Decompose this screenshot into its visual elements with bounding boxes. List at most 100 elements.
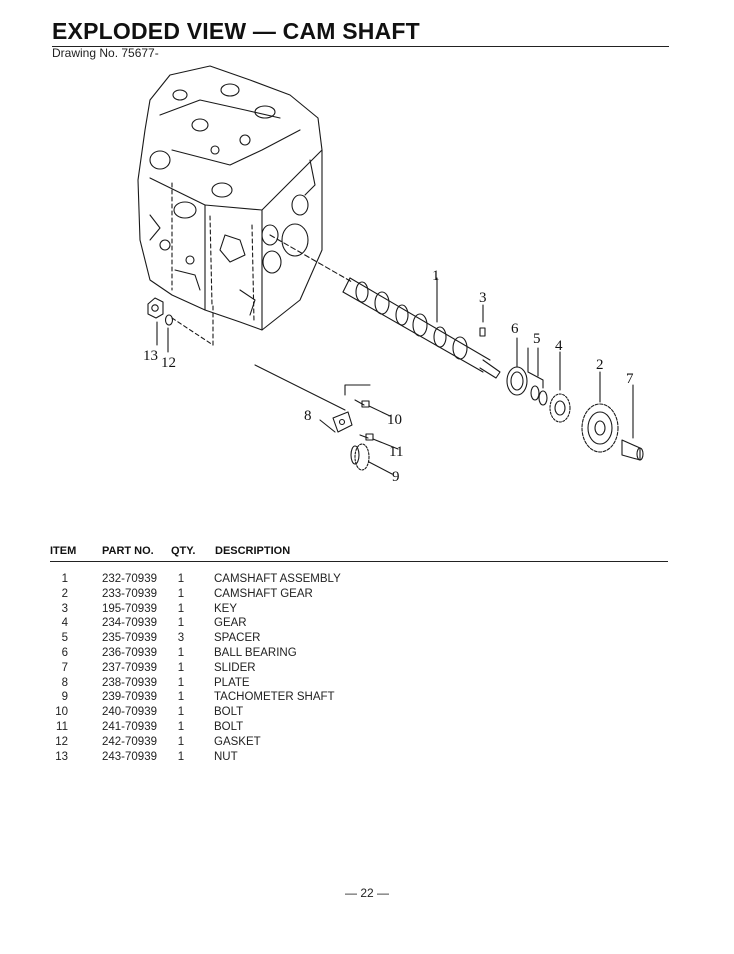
table-row: 1 232-70939 1 CAMSHAFT ASSEMBLY [0, 573, 734, 588]
description: TACHOMETER SHAFT [214, 691, 335, 704]
page-number: — 22 — [344, 886, 389, 900]
table-row: 3 195-70939 1 KEY [0, 603, 734, 618]
quantity: 1 [177, 750, 185, 763]
callout-5: 5 [533, 331, 541, 347]
callout-2: 2 [596, 357, 604, 373]
callout-13: 13 [143, 348, 158, 364]
quantity: 1 [177, 706, 185, 719]
column-header-part-no: PART NO. [102, 545, 154, 557]
callout-1: 1 [432, 268, 440, 284]
description: BOLT [214, 720, 244, 733]
description: PLATE [214, 676, 250, 689]
spacers [527, 347, 548, 406]
item-number: 13 [55, 750, 68, 763]
nut-gasket [147, 297, 214, 353]
item-number: 3 [61, 602, 68, 615]
quantity: 1 [177, 720, 185, 733]
table-row: 12 242-70939 1 GASKET [0, 736, 734, 751]
part-number: 237-70939 [102, 661, 157, 674]
part-number: 233-70939 [102, 587, 157, 600]
column-header-item: ITEM [50, 545, 77, 557]
table-header-rule [50, 561, 668, 562]
part-number: 235-70939 [102, 632, 157, 645]
description: GEAR [214, 617, 247, 630]
quantity: 1 [177, 661, 185, 674]
description: SLIDER [214, 661, 256, 674]
description: KEY [214, 602, 238, 615]
part-number: 238-70939 [102, 676, 157, 689]
table-row: 4 234-70939 1 GEAR [0, 617, 734, 632]
item-number: 11 [56, 720, 68, 733]
callout-10: 10 [387, 412, 402, 428]
part-number: 232-70939 [102, 573, 157, 585]
callout-11: 11 [389, 444, 403, 460]
callout-9: 9 [392, 469, 400, 485]
table-row: 8 238-70939 1 PLATE [0, 677, 734, 692]
column-header-description: DESCRIPTION [215, 545, 291, 557]
tachometer-drive [254, 364, 399, 475]
part-number: 234-70939 [102, 617, 157, 630]
gear [549, 351, 571, 423]
item-number: 4 [61, 617, 68, 630]
table-row: 13 243-70939 1 NUT [0, 751, 734, 766]
quantity: 1 [177, 587, 185, 600]
table-row: 9 239-70939 1 TACHOMETER SHAFT [0, 691, 734, 706]
slider [621, 384, 644, 461]
part-number: 241-70939 [102, 720, 157, 733]
key [479, 304, 486, 337]
item-number: 12 [55, 735, 68, 748]
quantity: 1 [177, 676, 185, 689]
callout-3: 3 [479, 290, 487, 306]
camshaft-gear [581, 371, 619, 453]
description: GASKET [214, 735, 261, 748]
engine-block [137, 65, 323, 331]
item-number: 6 [61, 646, 68, 659]
quantity: 1 [177, 573, 185, 585]
exploded-view-diagram: 1 3 6 5 4 2 7 13 12 8 10 11 9 [137, 65, 644, 485]
table-row: 11 241-70939 1 BOLT [0, 721, 734, 736]
column-header-qty: QTY. [171, 545, 196, 557]
item-number: 8 [61, 676, 68, 689]
item-number: 10 [55, 706, 68, 719]
callout-12: 12 [161, 355, 176, 371]
camshaft-assembly [269, 234, 501, 379]
callout-6: 6 [511, 321, 519, 337]
callout-8: 8 [304, 408, 312, 424]
title-rule [52, 46, 669, 47]
table-row: 5 235-70939 3 SPACER [0, 632, 734, 647]
callout-7: 7 [626, 371, 634, 387]
quantity: 3 [177, 632, 185, 645]
quantity: 1 [177, 602, 185, 615]
description: BOLT [214, 706, 244, 719]
table-row: 2 233-70939 1 CAMSHAFT GEAR [0, 588, 734, 603]
quantity: 1 [177, 617, 185, 630]
description: BALL BEARING [214, 646, 297, 659]
table-row: 7 237-70939 1 SLIDER [0, 662, 734, 677]
quantity: 1 [177, 646, 185, 659]
quantity: 1 [177, 735, 185, 748]
item-number: 5 [61, 632, 68, 645]
table-row: 10 240-70939 1 BOLT [0, 706, 734, 721]
part-number: 243-70939 [102, 750, 157, 763]
callout-labels: 1 3 6 5 4 2 7 13 12 8 10 11 9 [143, 268, 634, 485]
quantity: 1 [177, 691, 185, 704]
part-number: 236-70939 [102, 646, 157, 659]
description: NUT [214, 750, 238, 763]
description: CAMSHAFT GEAR [214, 587, 313, 600]
ball-bearing [506, 337, 528, 396]
part-number: 240-70939 [102, 706, 157, 719]
item-number: 2 [61, 587, 68, 600]
page-title: EXPLODED VIEW — CAM SHAFT [52, 18, 420, 44]
part-number: 239-70939 [102, 691, 157, 704]
description: SPACER [214, 632, 261, 645]
part-number: 195-70939 [102, 602, 157, 615]
item-number: 9 [61, 691, 68, 704]
drawing-number: Drawing No. 75677- [52, 46, 159, 60]
callout-4: 4 [555, 338, 563, 354]
item-number: 1 [61, 573, 68, 585]
description: CAMSHAFT ASSEMBLY [214, 573, 341, 585]
item-number: 7 [61, 661, 68, 674]
part-number: 242-70939 [102, 735, 157, 748]
